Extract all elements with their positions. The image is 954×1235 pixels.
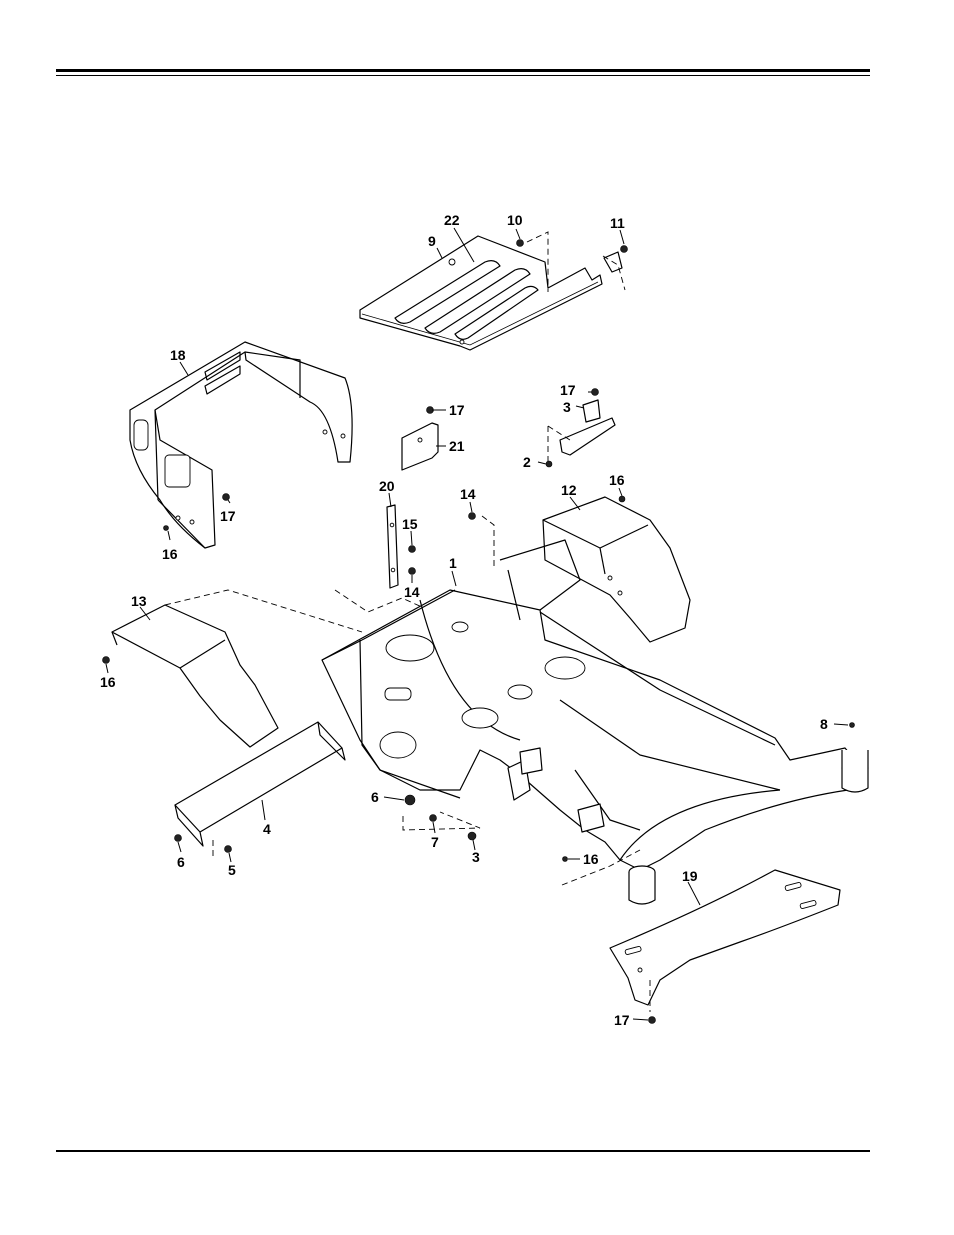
callout-11: 11 (610, 215, 625, 231)
callout-17: 17 (560, 382, 576, 398)
callout-17: 17 (614, 1012, 630, 1028)
right-fender-part (542, 496, 691, 643)
pedal-bracket-part (559, 399, 616, 456)
rear-shroud-part (129, 341, 353, 549)
hardware-17-plate (648, 1016, 656, 1024)
callout-13: 13 (131, 593, 147, 609)
callout-6: 6 (371, 789, 379, 805)
hardware-2 (545, 460, 553, 468)
callout-12: 12 (561, 482, 577, 498)
callout-21: 21 (449, 438, 465, 454)
hardware-16-fender (618, 495, 626, 503)
callout-10: 10 (507, 212, 523, 228)
callout-16: 16 (162, 546, 178, 562)
callout-19: 19 (682, 868, 698, 884)
hardware-3-frame (467, 831, 477, 841)
hardware-16-shroud (163, 525, 169, 531)
callout-9: 9 (428, 233, 436, 249)
hardware-14-top (468, 512, 476, 520)
callout-4: 4 (263, 821, 271, 837)
callout-2: 2 (523, 454, 531, 470)
callout-18: 18 (170, 347, 186, 363)
hardware-17-pedal (591, 388, 599, 396)
callout-5: 5 (228, 862, 236, 878)
callout-17: 17 (220, 508, 236, 524)
hardware-5 (224, 845, 232, 853)
seat-plate-part (359, 235, 603, 351)
leader-lines (105, 227, 849, 1021)
hardware-6-frame (404, 794, 416, 806)
hardware-11 (603, 245, 628, 273)
main-frame-part (321, 539, 869, 905)
cross-bar-part (174, 721, 346, 847)
bottom-rule (56, 1150, 870, 1152)
strap-20-part (386, 504, 399, 589)
callout-3: 3 (563, 399, 571, 415)
hardware-17-shroud (222, 493, 230, 501)
callout-6: 6 (177, 854, 185, 870)
hardware-10 (516, 239, 524, 247)
hardware-16-frame (562, 856, 568, 862)
hardware-15 (408, 545, 416, 553)
hardware-14-strap (408, 567, 416, 575)
hardware-7 (429, 814, 437, 822)
callout-1: 1 (449, 555, 457, 571)
callout-16: 16 (100, 674, 116, 690)
callout-22: 22 (444, 212, 460, 228)
left-fender-part (111, 604, 279, 748)
hardware-6-bar (174, 834, 182, 842)
callout-16: 16 (583, 851, 599, 867)
top-rule-thin (56, 75, 870, 76)
top-rule-thick (56, 69, 870, 72)
callout-14: 14 (404, 584, 420, 600)
hardware-8 (849, 722, 855, 728)
hardware-16-left (102, 656, 110, 664)
lower-plate-part (609, 869, 841, 1006)
callouts: 22 9 10 11 18 17 21 17 3 2 17 16 20 14 1… (100, 212, 828, 1028)
callout-17: 17 (449, 402, 465, 418)
callout-14: 14 (460, 486, 476, 502)
callout-7: 7 (431, 834, 439, 850)
bracket-21-part (401, 422, 439, 471)
callout-8: 8 (820, 716, 828, 732)
callout-15: 15 (402, 516, 418, 532)
callout-20: 20 (379, 478, 395, 494)
callout-16: 16 (609, 472, 625, 488)
callout-3: 3 (472, 849, 480, 865)
